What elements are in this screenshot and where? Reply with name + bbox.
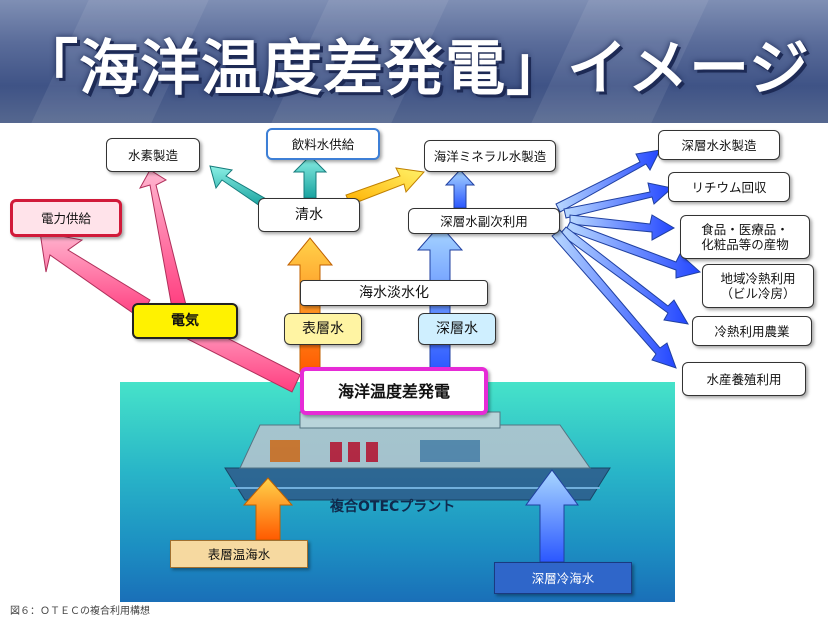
- figure-caption: 図６：ＯＴＥＣの複合利用構想: [10, 606, 150, 617]
- box-desalination: 海水淡水化: [300, 280, 488, 306]
- plant-label: 複合OTECプラント: [330, 499, 456, 515]
- arrow-to-mineral: [345, 167, 425, 206]
- box-district-cooling-line1: 地域冷熱利用: [720, 271, 796, 286]
- box-district-cooling-line2: （ビル冷房）: [720, 286, 796, 301]
- box-mineral-water: 海洋ミネラル水製造: [424, 140, 556, 172]
- box-otec: 海洋温度差発電: [300, 367, 488, 415]
- box-food-medical: 食品・医療品・ 化粧品等の産物: [680, 215, 810, 259]
- title-banner: [0, 0, 828, 123]
- box-lithium: リチウム回収: [668, 172, 790, 202]
- box-surface-warm: 表層温海水: [170, 540, 308, 568]
- box-electricity: 電気: [132, 303, 238, 339]
- arrow-district: [565, 221, 702, 279]
- box-deep-cold: 深層冷海水: [494, 562, 632, 594]
- box-aquaculture: 水産養殖利用: [682, 362, 806, 396]
- arrow-to-hydrogen: [209, 165, 269, 207]
- arrow-agriculture: [559, 226, 689, 325]
- arrow-lithium: [563, 182, 674, 219]
- arrow-hydrogen: [138, 169, 187, 309]
- box-drinking-water: 飲料水供給: [266, 128, 380, 160]
- arrow-deep-ice: [555, 149, 661, 213]
- arrow-to-mineral-up: [444, 169, 476, 209]
- box-fresh-water: 清水: [258, 198, 360, 232]
- box-food-medical-line2: 化粧品等の産物: [701, 237, 789, 252]
- box-district-cooling: 地域冷熱利用 （ビル冷房）: [702, 264, 814, 308]
- box-surface-water: 表層水: [284, 313, 362, 345]
- box-food-medical-line1: 食品・医療品・: [701, 222, 789, 237]
- box-deep-ice: 深層水氷製造: [658, 130, 780, 160]
- arrow-aquaculture: [551, 229, 677, 369]
- arrow-deep-intake: [525, 469, 579, 563]
- arrow-surface-intake: [242, 477, 294, 541]
- arrow-food: [569, 214, 676, 241]
- arrow-power-supply: [39, 231, 151, 319]
- box-deep-secondary: 深層水副次利用: [408, 208, 560, 234]
- slide-title: 「海洋温度差発電」イメージ: [18, 34, 810, 104]
- arrow-drinking: [292, 155, 328, 199]
- box-power-supply: 電力供給: [10, 199, 122, 237]
- box-cold-agriculture: 冷熱利用農業: [692, 316, 812, 346]
- box-hydrogen: 水素製造: [106, 138, 200, 172]
- box-deep-water: 深層水: [418, 313, 496, 345]
